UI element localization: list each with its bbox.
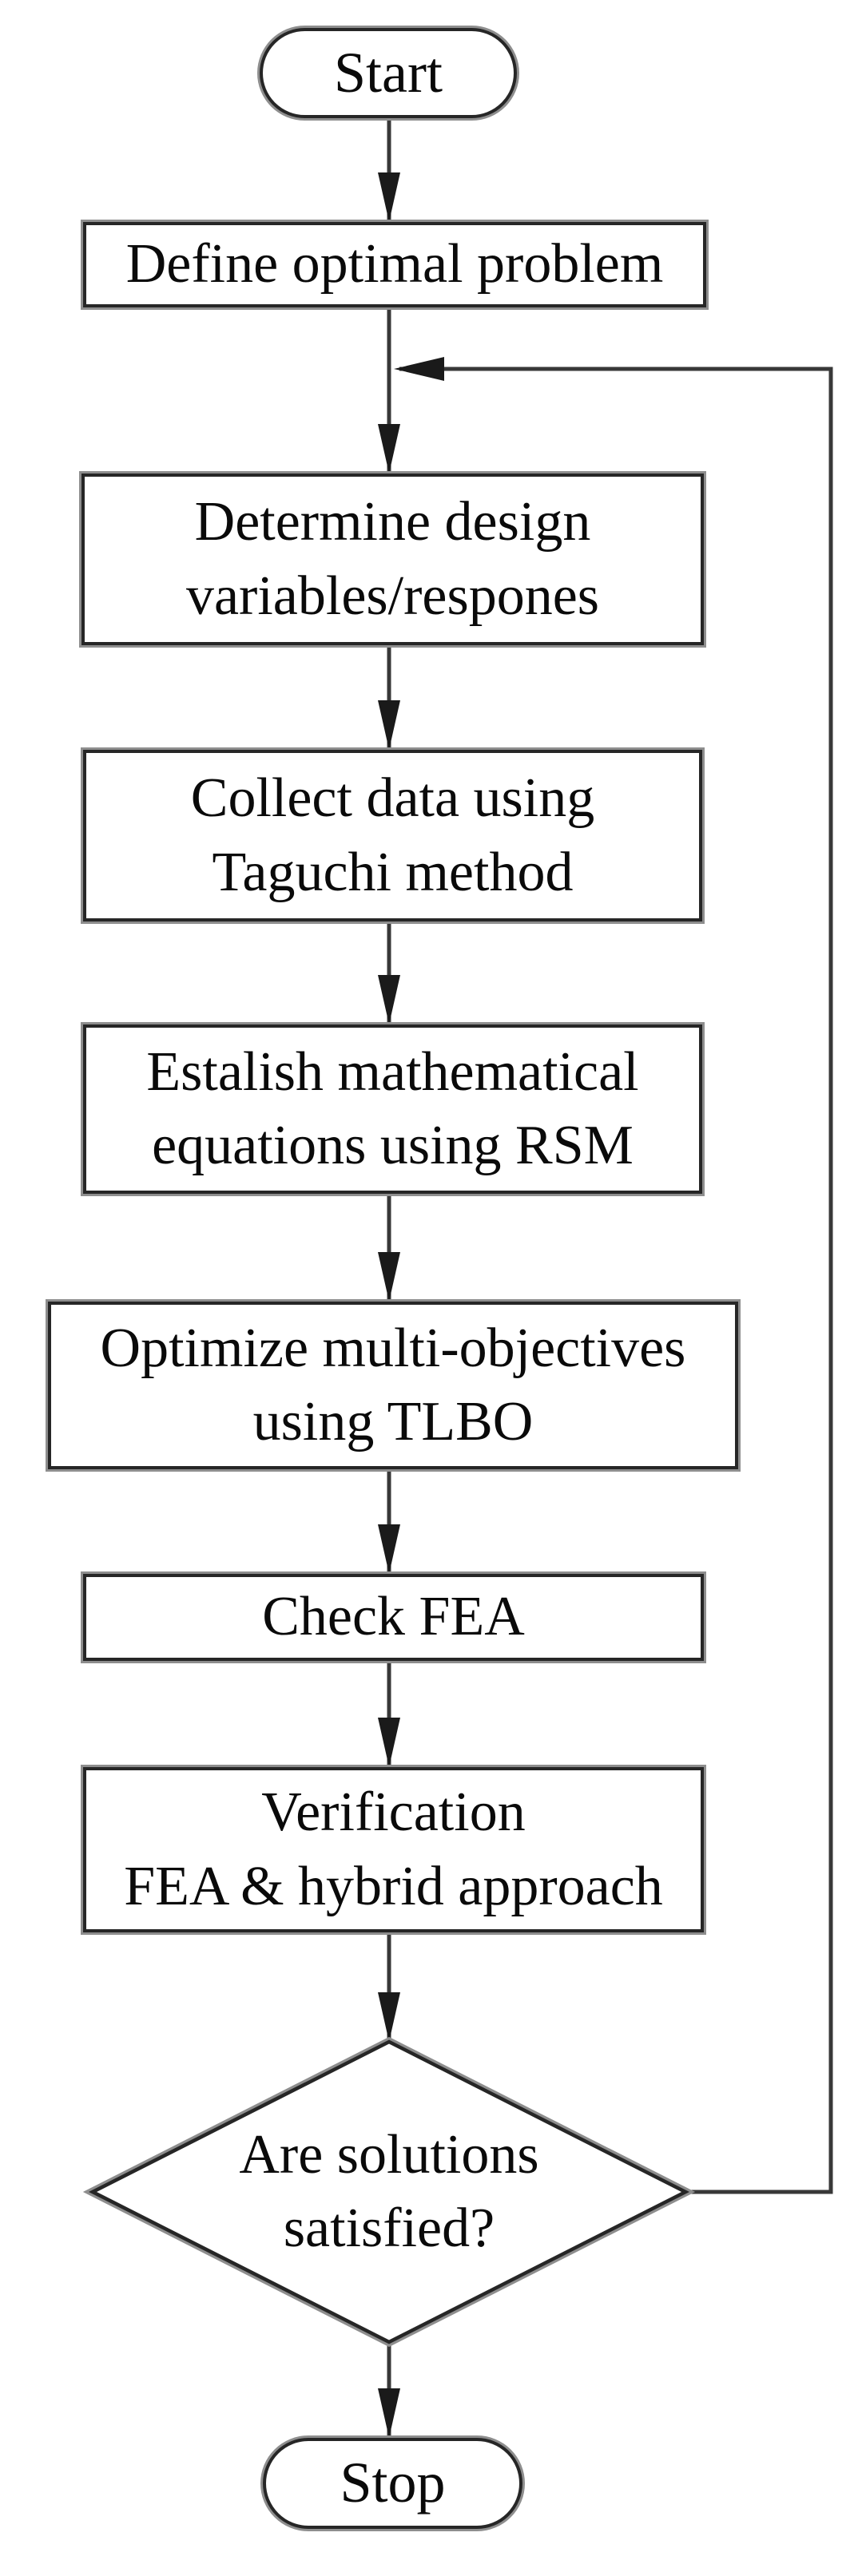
edge-verification-decision: [378, 1932, 400, 2042]
stop-terminator: Stop: [263, 2438, 522, 2529]
check-label: Check FEA: [262, 1586, 525, 1648]
edge-collect-establish: [378, 921, 400, 1024]
optimize-multi-objectives-tlbo-box: Optimize multi-objectives using TLBO: [48, 1302, 738, 1469]
decision-diamond-label-wrap: Are solutions satisfied?: [189, 2076, 589, 2308]
establish-label: Estalish mathematical equations using RS…: [146, 1040, 639, 1176]
edge-establish-optimize: [378, 1194, 400, 1302]
stop-label: Stop: [340, 2451, 446, 2515]
edge-determine-collect: [378, 645, 400, 750]
edge-start-define: [378, 118, 400, 222]
decision-diamond-shape: [82, 2036, 696, 2348]
edge-optimize-check: [378, 1469, 400, 1574]
optimize-label: Optimize multi-objectives using TLBO: [100, 1317, 686, 1452]
edge-define-determine: [378, 307, 400, 474]
decision-label: Are solutions satisfied?: [239, 2123, 539, 2259]
start-label: Start: [334, 40, 443, 105]
check-fea-box: Check FEA: [83, 1574, 704, 1661]
define-label: Define optimal problem: [125, 233, 664, 295]
edge-decision-stop: [378, 2342, 400, 2438]
establish-equations-rsm-box: Estalish mathematical equations using RS…: [83, 1024, 702, 1194]
edge-check-verification: [378, 1661, 400, 1767]
edge-decision-determine-feedback: [394, 357, 833, 2194]
start-terminator: Start: [260, 28, 517, 118]
determine-design-variables-box: Determine design variables/respones: [81, 474, 704, 645]
verification-label: Verification FEA & hybrid approach: [124, 1781, 663, 1917]
determine-label: Determine design variables/respones: [185, 491, 600, 627]
collect-label: Collect data using Taguchi method: [190, 767, 595, 903]
define-optimal-problem-box: Define optimal problem: [83, 222, 706, 307]
verification-hybrid-approach-box: Verification FEA & hybrid approach: [83, 1767, 704, 1932]
collect-data-taguchi-box: Collect data using Taguchi method: [83, 750, 702, 921]
